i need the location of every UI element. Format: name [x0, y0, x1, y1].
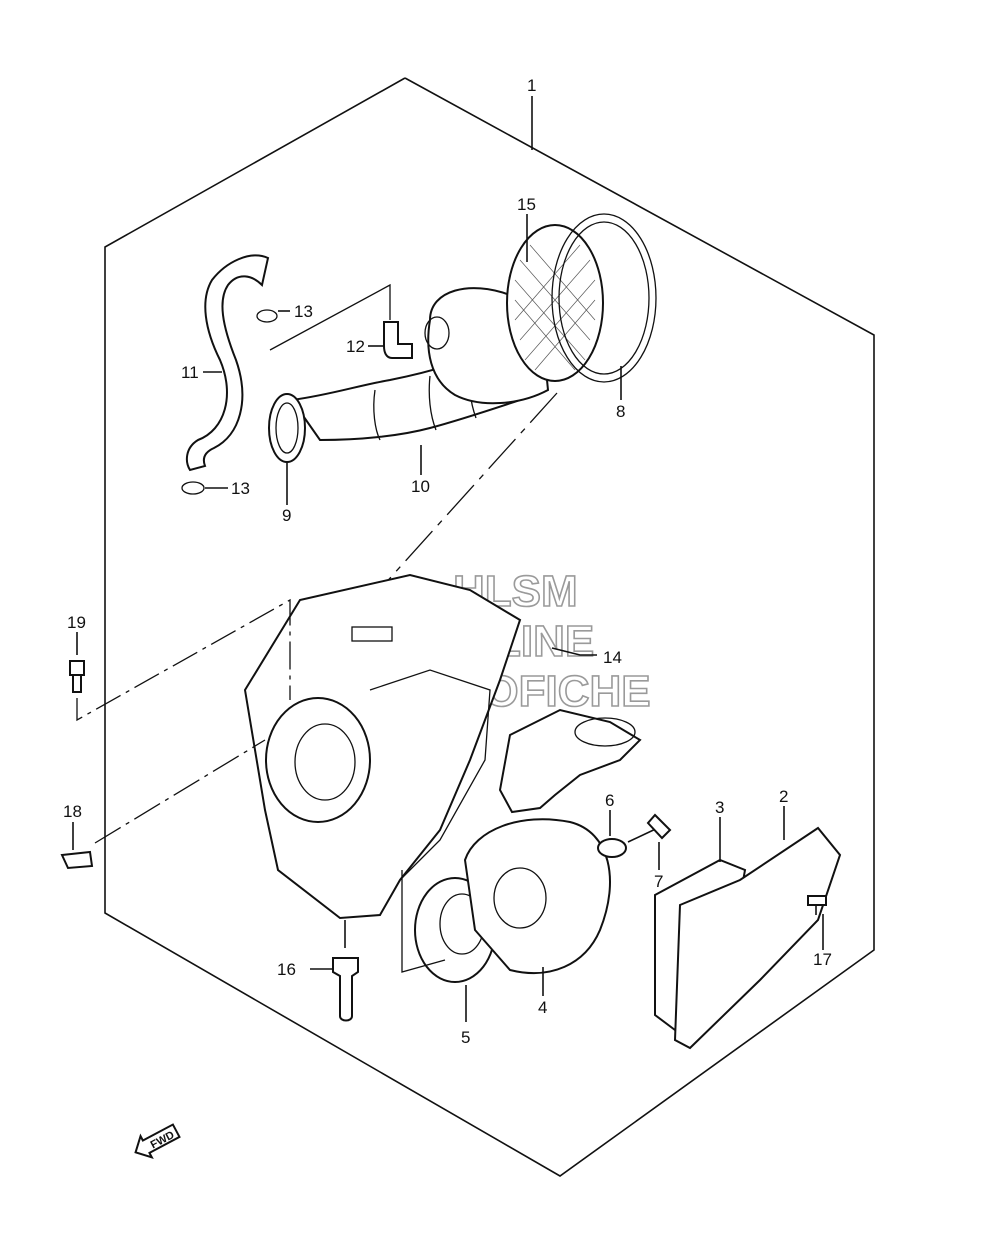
duct-rib-1 — [373, 389, 381, 441]
callout-12: 12 — [346, 337, 365, 356]
clamp-part-13-bottom — [181, 481, 205, 495]
callout-16: 16 — [277, 960, 296, 979]
callout-5: 5 — [461, 1028, 470, 1047]
callout-3: 3 — [715, 798, 724, 817]
guide-18 — [94, 739, 266, 844]
fwd-arrow-icon: FWD — [134, 1123, 181, 1159]
fwd-label: FWD — [149, 1129, 177, 1151]
callout-13-bottom: 13 — [231, 479, 250, 498]
clip-part-18 — [60, 850, 94, 870]
grommet-part-6 — [597, 838, 627, 858]
callout-6: 6 — [605, 791, 614, 810]
clamp-part-13-top — [256, 309, 278, 323]
callout-8: 8 — [616, 402, 625, 421]
callout-13-top: 13 — [294, 302, 313, 321]
assembly-boundary — [104, 77, 875, 1177]
callout-17: 17 — [813, 950, 832, 969]
callout-10: 10 — [411, 477, 430, 496]
callout-18: 18 — [63, 802, 82, 821]
hose-part-11 — [185, 254, 270, 472]
filter-element-part-4 — [463, 818, 611, 975]
callout-2: 2 — [779, 787, 788, 806]
elbow-part-12 — [383, 321, 413, 359]
airbox-flange — [369, 669, 491, 881]
callout-11: 11 — [181, 363, 199, 382]
drain-plug-part-16 — [332, 957, 359, 1022]
airbox-outlet-inner — [294, 723, 356, 801]
callout-19: 19 — [67, 613, 86, 632]
callout-labels: 1 2 3 4 5 6 7 8 9 10 11 12 13 13 14 15 1… — [63, 76, 832, 1047]
filter-element-bore — [493, 867, 547, 929]
callout-15: 15 — [517, 195, 536, 214]
screen-mesh — [514, 244, 596, 371]
callout-4: 4 — [538, 998, 547, 1017]
airbox-main — [243, 573, 522, 920]
callout-1: 1 — [527, 76, 536, 95]
center-axis — [261, 392, 558, 721]
intake-housing-port — [424, 316, 450, 350]
intake-boot-mouth — [574, 717, 636, 747]
duct-rib-2 — [428, 375, 437, 431]
leader-14 — [551, 647, 597, 656]
ring-clamp-part-8 — [551, 213, 657, 383]
guide-12 — [269, 283, 391, 351]
callout-14: 14 — [603, 648, 622, 667]
bolt-part-19 — [69, 660, 85, 693]
callout-7: 7 — [654, 872, 663, 891]
intake-boot-part-14 — [498, 708, 642, 814]
guide-5 — [401, 870, 446, 973]
clamp-part-9-inner — [275, 402, 299, 454]
bolt-part-17 — [807, 895, 827, 915]
airbox-tab — [351, 626, 393, 642]
screen-part-15 — [506, 224, 604, 382]
callout-9: 9 — [282, 506, 291, 525]
ring-clamp-part-8-inner — [558, 221, 650, 375]
guide-19 — [76, 598, 291, 722]
cover-part-2 — [673, 826, 842, 1050]
clamp-part-9 — [268, 393, 306, 463]
wing-screw-part-7 — [627, 813, 672, 843]
